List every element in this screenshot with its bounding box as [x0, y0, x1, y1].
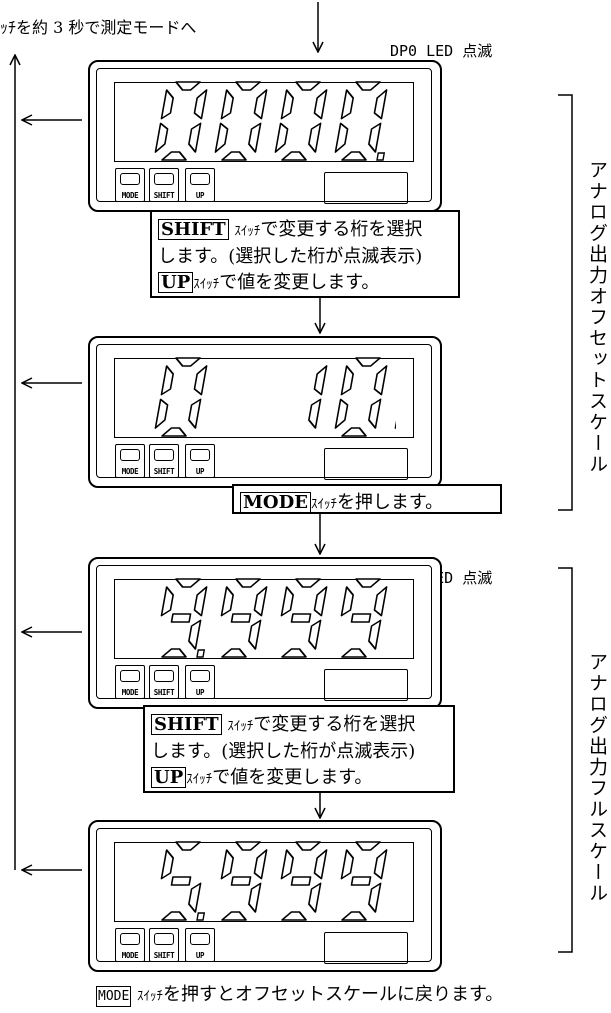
digit-9 [220, 578, 268, 658]
panel-meter-4: MODE SHIFT UP [88, 820, 442, 972]
digit-0 [154, 357, 208, 437]
instruction-text: を押します。 [336, 492, 444, 513]
instruction-text: で変更する桁を選択 [260, 219, 423, 240]
up-button[interactable]: UP [185, 928, 215, 962]
seven-seg-digits-2 [154, 357, 396, 437]
meter-display [114, 82, 414, 162]
switch-small: ｽｲｯﾁ [227, 719, 254, 734]
digit-9 [340, 841, 388, 921]
mode-button[interactable]: MODE [115, 168, 145, 202]
meter-display [114, 358, 414, 438]
mode-button[interactable]: MODE [115, 665, 145, 699]
shift-button[interactable]: SHIFT [149, 168, 179, 202]
digit-0 [154, 81, 208, 161]
switch-small: ｽｲｯﾁ [193, 277, 220, 292]
panel-meter-2: MODE SHIFT UP [88, 336, 442, 488]
shift-button[interactable]: SHIFT [149, 928, 179, 962]
note-text: を押すとオフセットスケールに戻ります。 [163, 984, 504, 1005]
up-button[interactable]: UP [185, 444, 215, 478]
digit-9 [280, 841, 328, 921]
digit-9 [220, 841, 268, 921]
digit-0 [334, 81, 388, 161]
top-caption: ｯﾁを約 3 秒で測定モードへ [0, 18, 197, 37]
shift-keyword: SHIFT [151, 714, 222, 735]
mode-button[interactable]: MODE [115, 444, 145, 478]
instruction-text: します。(選択した桁が点滅表示) [151, 741, 416, 762]
meter-display [114, 579, 414, 659]
blank-window [324, 932, 408, 964]
seven-seg-digits-1 [154, 81, 388, 161]
bottom-note: MODE ｽｲｯﾁを押すとオフセットスケールに戻ります。 [96, 980, 503, 1007]
mode-keyword: MODE [96, 986, 132, 1007]
offset-scale-label: アナログ出力オフセットスケール [586, 160, 608, 475]
instruction-text: で値を変更します。 [212, 767, 373, 788]
digit-0 [394, 398, 396, 429]
shift-button[interactable]: SHIFT [149, 665, 179, 699]
digit-0 [214, 81, 268, 161]
switch-small: ｽｲｯﾁ [234, 224, 261, 239]
switch-small: ｽｲｯﾁ [310, 497, 337, 512]
mode-button[interactable]: MODE [115, 928, 145, 962]
switch-small: ｽｲｯﾁ [186, 772, 213, 787]
instruction-text: で値を変更します。 [219, 272, 380, 293]
shift-button[interactable]: SHIFT [149, 444, 179, 478]
up-keyword: UP [158, 272, 194, 293]
digit-9 [160, 578, 208, 658]
blank-window [324, 448, 408, 480]
full-scale-label: アナログ出力フルスケール [586, 652, 608, 904]
panel-meter-1: MODE SHIFT UP [88, 60, 442, 212]
digit-0 [334, 357, 388, 437]
switch-small: ｽｲｯﾁ [137, 989, 164, 1004]
instruction-text: します。(選択した桁が点滅表示) [158, 246, 423, 267]
panel-meter-3: MODE SHIFT UP [88, 557, 442, 709]
seven-seg-digits-3 [160, 578, 388, 658]
digit-0 [274, 81, 328, 161]
meter-display [114, 842, 414, 922]
seven-seg-digits-4 [160, 841, 388, 921]
dp0-led-label: DP0 LED 点滅 [390, 42, 493, 60]
shift-keyword: SHIFT [158, 219, 229, 240]
digit-9 [340, 578, 388, 658]
up-button[interactable]: UP [185, 665, 215, 699]
mode-keyword: MODE [240, 492, 311, 513]
digit-1 [308, 365, 328, 429]
up-keyword: UP [151, 767, 187, 788]
digit-5 [160, 841, 206, 921]
instruction-text: で変更する桁を選択 [253, 714, 416, 735]
digit-9 [280, 578, 328, 658]
blank-window [324, 669, 408, 701]
blank-window [324, 172, 408, 204]
up-button[interactable]: UP [185, 168, 215, 202]
